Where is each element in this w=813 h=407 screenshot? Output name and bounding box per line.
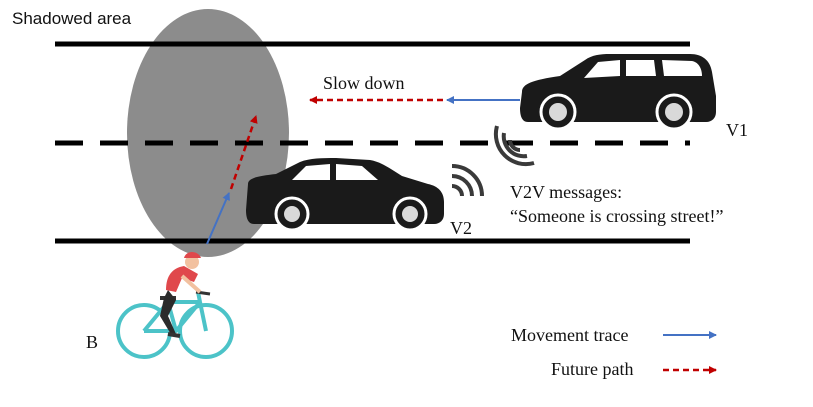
bicycle-future-path-arrow [229, 115, 258, 190]
car-v2-icon [246, 158, 444, 232]
bicycle-movement-trace-arrow [206, 192, 230, 245]
wifi-signal-icon [493, 125, 535, 167]
v2-label: V2 [450, 218, 472, 238]
legend-movement-trace-label: Movement trace [511, 325, 628, 345]
legend: Movement trace Future path [511, 325, 717, 379]
v1-label: V1 [726, 120, 748, 140]
v2v-message-line1: V2V messages: [510, 182, 622, 202]
wifi-signal-icon [451, 164, 484, 197]
car-v1-icon [520, 54, 716, 131]
bicycle-label: B [86, 332, 98, 352]
shadowed-area-label: Shadowed area [12, 9, 132, 28]
cyclist-icon [116, 252, 234, 359]
legend-future-path-label: Future path [551, 359, 634, 379]
slow-down-label: Slow down [323, 73, 405, 93]
v2v-message-line2: “Someone is crossing street!” [510, 206, 723, 226]
